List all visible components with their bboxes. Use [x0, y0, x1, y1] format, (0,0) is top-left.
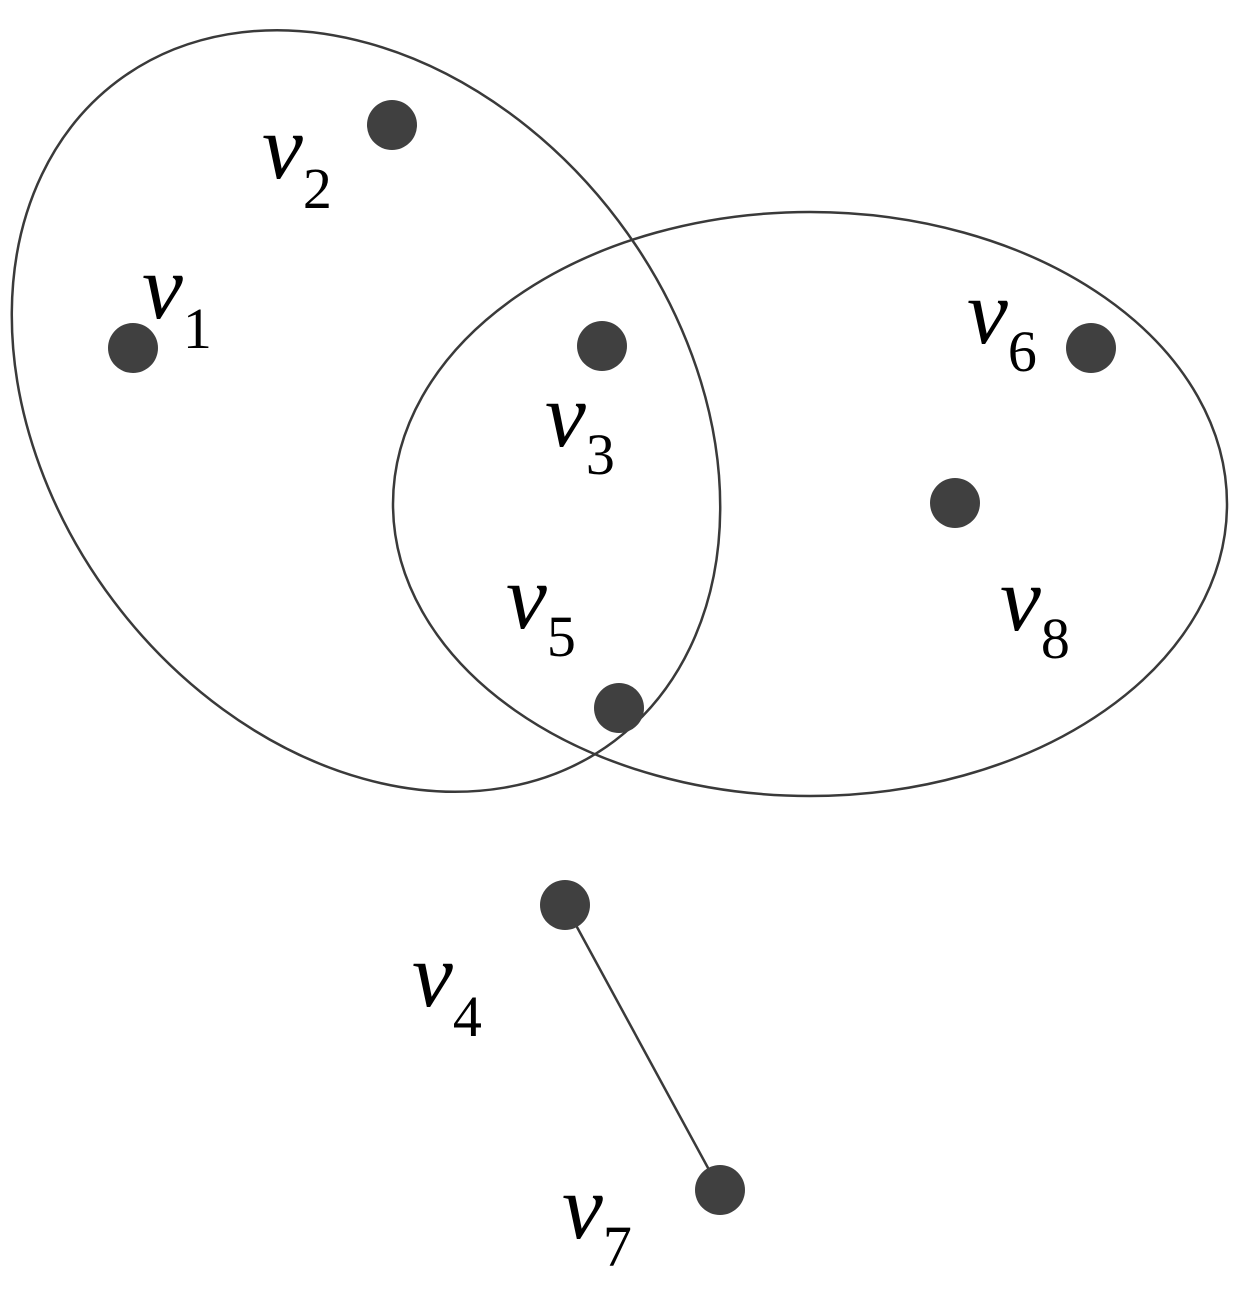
label-v3: v3 — [545, 364, 615, 487]
label-v4: v4 — [412, 924, 482, 1049]
label-v5: v5 — [506, 546, 576, 669]
vertex-v5 — [594, 683, 644, 733]
label-v1: v1 — [142, 236, 212, 361]
hyperedge-e3 — [563, 904, 722, 1191]
vertex-v4 — [540, 880, 590, 930]
vertex-v7 — [695, 1165, 745, 1215]
hyperedge-e1 — [10, 29, 722, 793]
vertex-v6 — [1066, 323, 1116, 373]
vertex-v2 — [367, 100, 417, 150]
label-v6: v6 — [967, 261, 1037, 384]
vertex-v1 — [108, 323, 158, 373]
label-v2: v2 — [262, 96, 332, 221]
vertex-v3 — [577, 321, 627, 371]
label-v7: v7 — [562, 1156, 632, 1279]
hyperedge-e2 — [391, 210, 1229, 798]
vertex-v8 — [930, 478, 980, 528]
label-v8: v8 — [1000, 548, 1070, 671]
